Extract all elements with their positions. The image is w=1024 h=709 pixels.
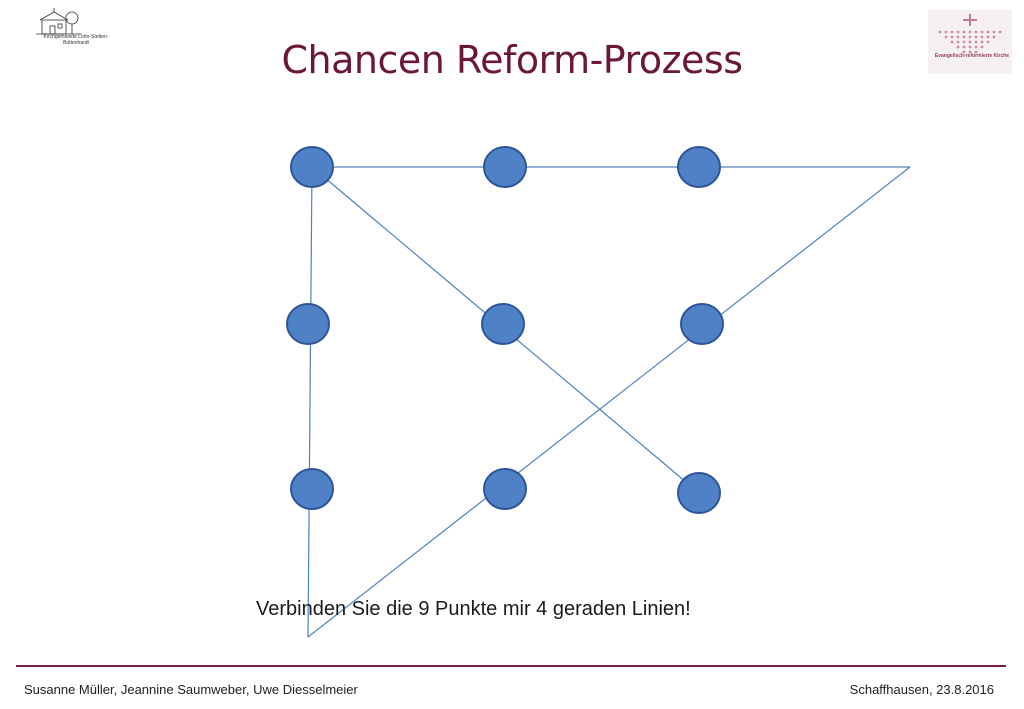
puzzle-instruction: Verbinden Sie die 9 Punkte mir 4 geraden…: [256, 598, 691, 620]
church-logo-caption: Kirchgemeinde Lohn-Stetten-Büttenhardt: [43, 34, 109, 46]
puzzle-dot: [290, 468, 334, 510]
puzzle-dot: [677, 472, 721, 514]
reformed-church-logo: [928, 10, 1012, 74]
solution-line: [307, 166, 313, 638]
puzzle-dot: [680, 303, 724, 345]
puzzle-dot: [483, 146, 527, 188]
footer-authors: Susanne Müller, Jeannine Saumweber, Uwe …: [24, 682, 358, 697]
puzzle-dot: [483, 468, 527, 510]
slide-title: Chancen Reform-Prozess: [281, 38, 743, 82]
footer-divider: [16, 665, 1006, 667]
solution-line: [307, 166, 911, 638]
puzzle-dot: [290, 146, 334, 188]
church-logo: [36, 8, 82, 35]
puzzle-dot: [677, 146, 721, 188]
puzzle-dot: [481, 303, 525, 345]
reformed-church-logo-caption: Evangelisch-reformierte Kirche: [934, 53, 1010, 59]
puzzle-dot: [286, 303, 330, 345]
footer-place-date: Schaffhausen, 23.8.2016: [849, 682, 994, 697]
